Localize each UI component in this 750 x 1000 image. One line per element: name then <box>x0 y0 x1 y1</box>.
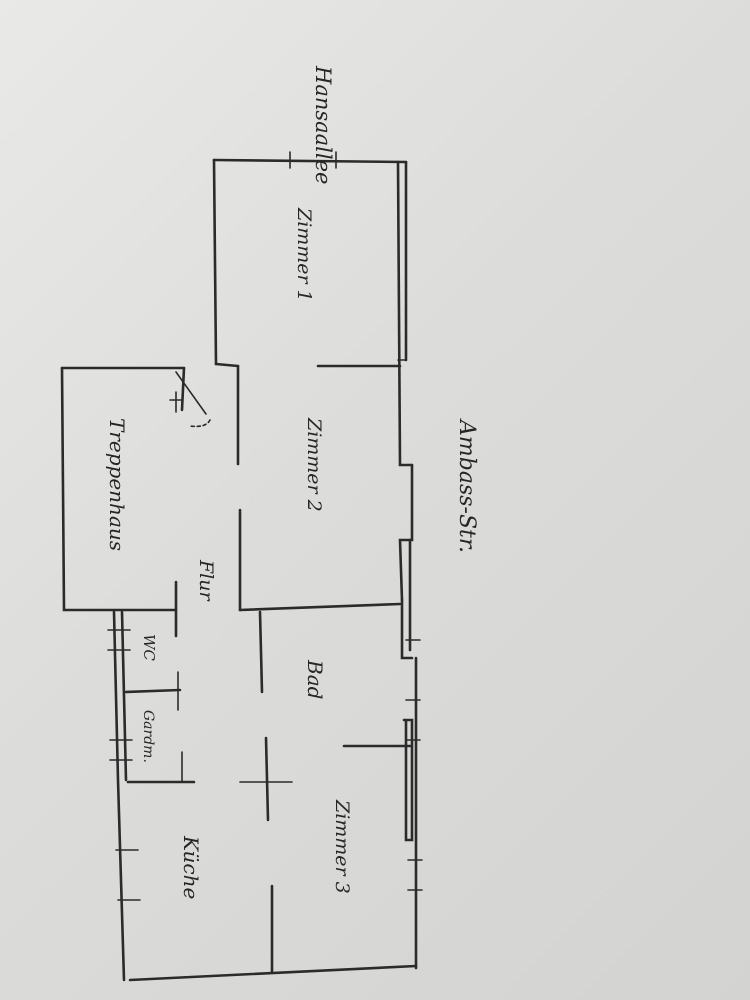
label-bad: Bad <box>303 659 327 699</box>
svg-text:Hansaallee: Hansaallee <box>311 65 335 184</box>
label-wc: WC <box>140 634 158 661</box>
svg-text:Küche: Küche <box>179 835 203 899</box>
label-street-right: Ambass-Str. <box>454 418 479 553</box>
label-zimmer-2: Zimmer 2 <box>303 417 325 512</box>
svg-text:WC: WC <box>140 634 158 661</box>
svg-text:Zimmer 1: Zimmer 1 <box>293 207 315 302</box>
label-flur: Flur <box>195 559 217 602</box>
label-zimmer-3: Zimmer 3 <box>331 799 353 894</box>
label-street-left: Hansaallee <box>311 65 335 184</box>
svg-text:Flur: Flur <box>195 559 217 602</box>
svg-text:Bad: Bad <box>303 659 327 699</box>
svg-text:Zimmer 3: Zimmer 3 <box>331 799 353 894</box>
label-zimmer-1: Zimmer 1 <box>293 207 315 302</box>
svg-text:Zimmer 2: Zimmer 2 <box>303 417 325 512</box>
svg-text:Gardm.: Gardm. <box>140 710 156 763</box>
label-treppenhaus: Treppenhaus <box>105 418 129 551</box>
svg-text:Ambass-Str.: Ambass-Str. <box>454 418 479 553</box>
walls <box>60 151 423 982</box>
svg-text:Treppenhaus: Treppenhaus <box>105 418 129 551</box>
label-kueche: Küche <box>179 835 203 899</box>
label-garderobe: Gardm. <box>140 710 156 763</box>
